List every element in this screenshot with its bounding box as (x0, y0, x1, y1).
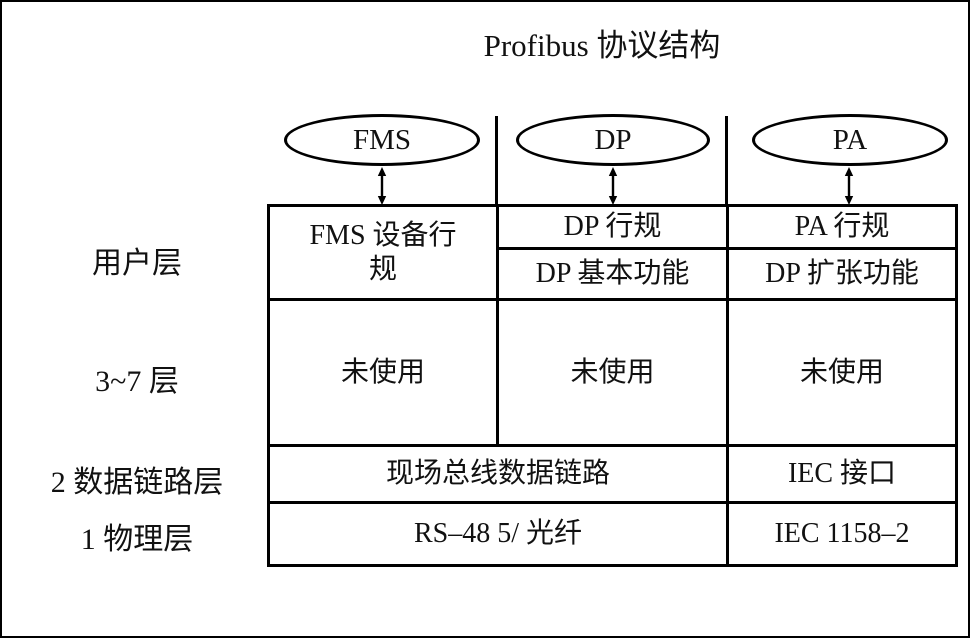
layer-label-data-link: 2 数据链路层 (50, 466, 224, 499)
cell-unused-fms-text: 未使用 (340, 356, 425, 388)
lane-separator-line (495, 116, 498, 206)
double-arrow-icon (608, 167, 618, 205)
cell-unused-dp: 未使用 (496, 298, 729, 447)
cell-unused-pa: 未使用 (726, 298, 958, 447)
cell-dp-extended-functions: DP 扩张功能 (726, 247, 958, 301)
cell-unused-dp-text: 未使用 (570, 356, 655, 388)
cell-rs485-fiber: RS–48 5/ 光纤 (267, 501, 729, 567)
diagram-title: Profibus 协议结构 (483, 28, 721, 63)
cell-rs485-fiber-text: RS–48 5/ 光纤 (413, 518, 583, 550)
lane-separator-line (725, 116, 728, 206)
cell-iec-interface-text: IEC 接口 (787, 458, 897, 490)
layer-label-physical: 1 物理层 (80, 523, 194, 556)
protocol-bubble-dp: DP (516, 114, 710, 166)
cell-fieldbus-data-link-text: 现场总线数据链路 (385, 458, 610, 490)
cell-unused-fms: 未使用 (267, 298, 499, 447)
cell-iec-1158-2-text: IEC 1158–2 (774, 518, 910, 550)
cell-dp-basic-functions: DP 基本功能 (496, 247, 729, 301)
cell-fms-device-profile: FMS 设备行规 (267, 204, 499, 301)
cell-fieldbus-data-link: 现场总线数据链路 (267, 444, 729, 504)
cell-pa-profile: PA 行规 (726, 204, 958, 250)
cell-pa-profile-text: PA 行规 (794, 211, 890, 243)
cell-iec-1158-2: IEC 1158–2 (726, 501, 958, 567)
cell-dp-profile-text: DP 行规 (563, 211, 662, 243)
protocol-bubble-pa-label: PA (832, 123, 868, 156)
cell-iec-interface: IEC 接口 (726, 444, 958, 504)
double-arrow-icon (844, 167, 854, 205)
protocol-bubble-fms: FMS (284, 114, 480, 166)
layer-label-3-7: 3~7 层 (95, 365, 179, 398)
protocol-bubble-dp-label: DP (594, 123, 632, 156)
double-arrow-icon (377, 167, 387, 205)
cell-dp-profile: DP 行规 (496, 204, 729, 250)
protocol-bubble-fms-label: FMS (352, 123, 412, 156)
cell-unused-pa-text: 未使用 (799, 356, 884, 388)
cell-dp-basic-functions-text: DP 基本功能 (535, 258, 690, 290)
layer-label-user-layer: 用户层 (92, 247, 182, 280)
cell-dp-extended-functions-text: DP 扩张功能 (765, 258, 919, 290)
cell-fms-device-profile-text: FMS 设备行规 (309, 219, 457, 285)
protocol-bubble-pa: PA (752, 114, 948, 166)
